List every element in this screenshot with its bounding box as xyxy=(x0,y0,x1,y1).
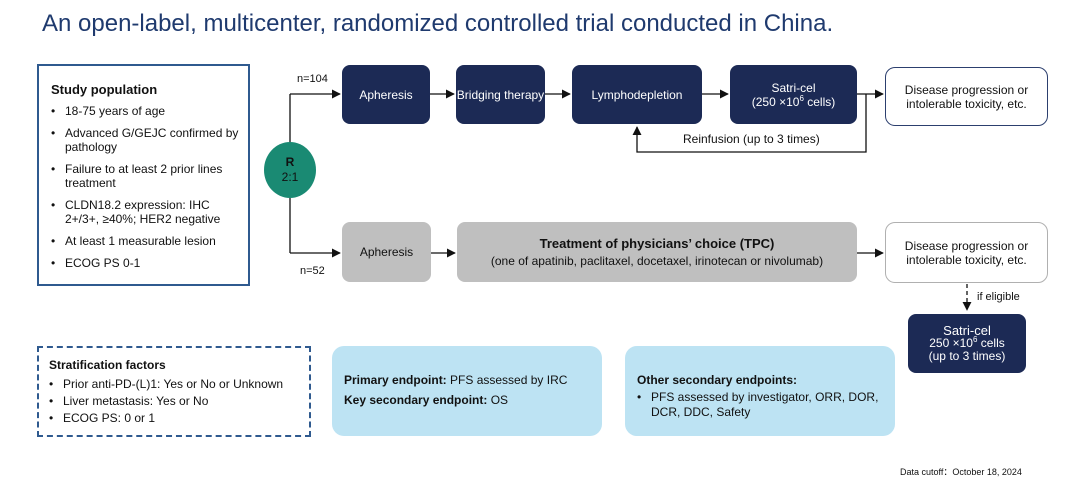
bridging-therapy-node: Bridging therapy xyxy=(456,65,545,124)
data-cutoff-note: Data cutoff：October 18, 2024 xyxy=(900,467,1022,477)
list-item: ECOG PS: 0 or 1 xyxy=(49,411,301,425)
apheresis-node-top: Apheresis xyxy=(342,65,430,124)
randomization-node: R 2:1 xyxy=(264,142,316,198)
top-arm-n-label: n=104 xyxy=(297,73,328,85)
if-eligible-label: if eligible xyxy=(977,291,1020,303)
study-population-title: Study population xyxy=(51,82,158,97)
other-secondary-endpoints-box: Other secondary endpoints: PFS assessed … xyxy=(625,346,895,436)
other-secondary-title: Other secondary endpoints: xyxy=(637,373,798,387)
page-title: An open-label, multicenter, randomized c… xyxy=(42,10,834,37)
list-item: ECOG PS 0-1 xyxy=(51,256,240,270)
stratification-box: Stratification factors Prior anti-PD-(L)… xyxy=(37,346,311,437)
list-item: Liver metastasis: Yes or No xyxy=(49,394,301,408)
randomization-ratio: 2:1 xyxy=(281,170,299,184)
reinfusion-label: Reinfusion (up to 3 times) xyxy=(683,132,820,146)
list-item: At least 1 measurable lesion xyxy=(51,234,240,248)
stratification-list: Prior anti-PD-(L)1: Yes or No or Unknown… xyxy=(49,377,301,425)
other-secondary-list: PFS assessed by investigator, ORR, DOR, … xyxy=(637,390,885,420)
list-item: PFS assessed by investigator, ORR, DOR, … xyxy=(637,390,885,420)
crossover-satri-cel-name: Satri-cel xyxy=(943,323,991,338)
stratification-title: Stratification factors xyxy=(49,358,166,372)
lymphodepletion-node: Lymphodepletion xyxy=(572,65,702,124)
list-item: CLDN18.2 expression: IHC 2+/3+, ≥40%; HE… xyxy=(51,198,240,226)
primary-endpoints-box: Primary endpoint: PFS assessed by IRC Ke… xyxy=(332,346,602,436)
satri-cel-dose: (250 ×106 cells) xyxy=(751,93,836,109)
outcome-node-top: Disease progression or intolerable toxic… xyxy=(885,67,1048,126)
bottom-arm-n-label: n=52 xyxy=(300,265,325,277)
list-item: Advanced G/GEJC confirmed by pathology xyxy=(51,126,240,154)
crossover-satri-cel-times: (up to 3 times) xyxy=(928,349,1006,363)
reinfusion-loop xyxy=(632,94,867,153)
satri-cel-name: Satri-cel xyxy=(771,80,816,95)
crossover-satri-cel-dose: 250 ×106 cells xyxy=(929,335,1005,350)
satri-cel-node: Satri-cel (250 ×106 cells) xyxy=(730,65,857,124)
randomization-label: R xyxy=(285,155,295,169)
key-secondary-endpoint: Key secondary endpoint: OS xyxy=(344,393,509,407)
list-item: 18-75 years of age xyxy=(51,104,240,118)
study-population-list: 18-75 years of age Advanced G/GEJC confi… xyxy=(51,104,240,270)
primary-endpoint: Primary endpoint: PFS assessed by IRC xyxy=(344,373,568,387)
tpc-title: Treatment of physicians’ choice (TPC) xyxy=(539,235,775,251)
list-item: Prior anti-PD-(L)1: Yes or No or Unknown xyxy=(49,377,301,391)
study-population-box: Study population 18-75 years of age Adva… xyxy=(37,64,250,286)
crossover-satri-cel-node: Satri-cel 250 ×106 cells (up to 3 times) xyxy=(908,314,1026,373)
outcome-node-bottom: Disease progression or intolerable toxic… xyxy=(885,222,1048,283)
tpc-node: Treatment of physicians’ choice (TPC) (o… xyxy=(457,222,857,282)
apheresis-node-bottom: Apheresis xyxy=(342,222,431,282)
list-item: Failure to at least 2 prior lines treatm… xyxy=(51,162,240,190)
tpc-subtitle: (one of apatinib, paclitaxel, docetaxel,… xyxy=(490,253,824,268)
